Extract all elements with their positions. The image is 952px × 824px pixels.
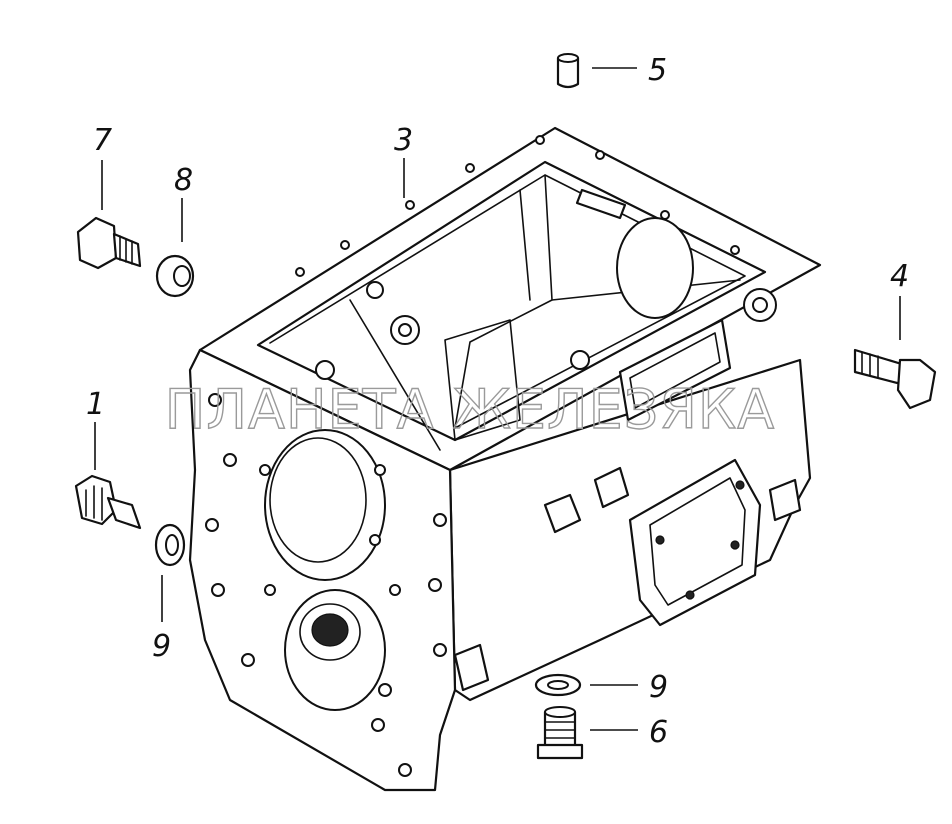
gearbox-housing bbox=[188, 126, 822, 792]
bolt-part-4 bbox=[853, 348, 937, 410]
callout-labels: 5 3 7 8 4 1 9 9 6 bbox=[86, 53, 909, 750]
callout-7: 7 bbox=[93, 123, 112, 158]
watermark-text: ПЛАНЕТА ЖЕЛЕЗЯКА bbox=[165, 378, 775, 441]
callout-5: 5 bbox=[648, 53, 667, 88]
callout-9-left: 9 bbox=[152, 629, 171, 664]
plug-part-6 bbox=[536, 706, 584, 760]
washer-part-9-left bbox=[154, 523, 186, 567]
callout-8: 8 bbox=[174, 163, 193, 198]
bolt-part-7 bbox=[76, 216, 142, 270]
callout-9-bottom: 9 bbox=[649, 670, 668, 705]
washer-part-9-bottom bbox=[534, 673, 582, 697]
callout-1: 1 bbox=[86, 387, 105, 422]
washer-part-8 bbox=[155, 254, 195, 298]
callout-6: 6 bbox=[649, 715, 668, 750]
callout-4: 4 bbox=[890, 259, 909, 294]
callout-3: 3 bbox=[394, 123, 413, 158]
plug-part-1 bbox=[74, 474, 142, 530]
dowel-pin-part-5 bbox=[556, 53, 580, 89]
leader-lines bbox=[94, 67, 901, 731]
